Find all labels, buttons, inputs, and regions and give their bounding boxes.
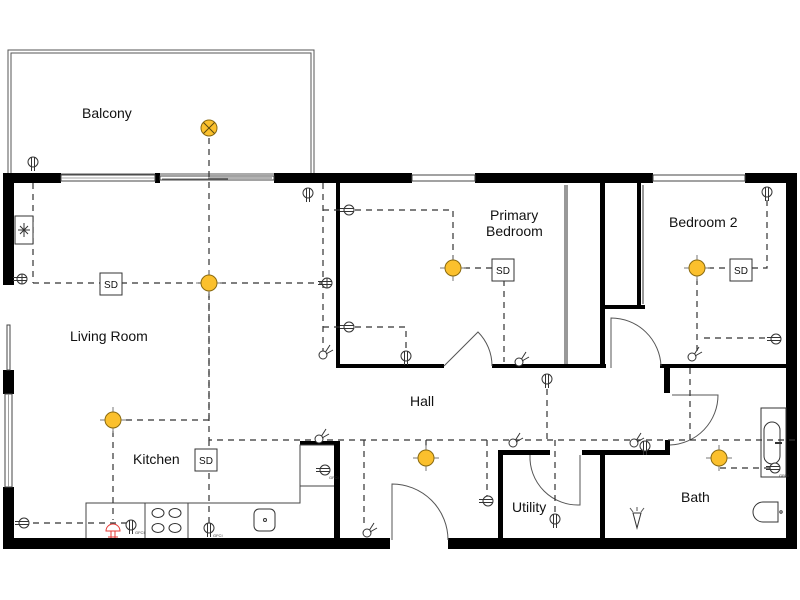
outlet-icon[interactable] [767, 333, 782, 345]
smoke-detector-label: SD [734, 266, 748, 277]
ceiling-light-icon[interactable] [196, 270, 222, 296]
gfci-label: GFCI [329, 475, 339, 480]
outlet-icon[interactable] [400, 350, 412, 365]
smoke-detectors[interactable]: SD SD SD SD [99, 258, 753, 472]
quad-outlet-icon[interactable] [13, 273, 28, 285]
door-primary-bedroom[interactable] [443, 331, 493, 367]
outlet-icon[interactable] [302, 187, 314, 202]
wardrobe-doors[interactable] [564, 185, 644, 364]
door-utility[interactable] [529, 454, 581, 506]
cooktop-icon [151, 508, 182, 533]
gfci-outlet-icon[interactable]: GFCI [766, 462, 789, 478]
switch-icon[interactable] [508, 432, 524, 448]
switch-icon[interactable] [514, 351, 530, 367]
room-label-primary-2: Bedroom [486, 223, 543, 239]
ceiling-light-icon[interactable] [100, 407, 126, 433]
switch-icon[interactable] [318, 344, 334, 360]
exterior-light-icon[interactable] [200, 119, 218, 137]
outlet-icon[interactable] [541, 373, 553, 388]
gfci-label: GFCI [213, 533, 223, 538]
door-entrance[interactable] [391, 483, 449, 541]
shower-icon [629, 507, 645, 530]
windows[interactable] [4, 174, 746, 488]
doors[interactable] [391, 317, 719, 541]
outlet-icon[interactable] [639, 440, 651, 455]
gfci-outlet-icon[interactable]: GFCI [203, 522, 223, 538]
smoke-detector-icon[interactable]: SD [729, 258, 753, 282]
smoke-detector-icon[interactable]: SD [99, 272, 123, 296]
outlet-icon[interactable] [340, 204, 355, 216]
smoke-detector-icon[interactable]: SD [194, 448, 218, 472]
kitchen-counter [85, 444, 334, 538]
ac-unit-icon[interactable] [14, 215, 34, 245]
switch-icon[interactable] [362, 522, 378, 538]
room-label-kitchen: Kitchen [133, 451, 180, 467]
door-bath[interactable] [669, 394, 719, 446]
switch-icon[interactable] [314, 428, 330, 444]
ceiling-light-icon[interactable] [440, 255, 466, 281]
room-label-hall: Hall [410, 393, 434, 409]
gfci-label: GFCI [135, 530, 145, 535]
room-label-primary: Primary [490, 207, 538, 223]
outlet-icon[interactable] [479, 495, 494, 507]
light-fixtures[interactable] [100, 119, 732, 471]
gfci-outlet-icon[interactable]: GFCI [316, 464, 339, 480]
ceiling-light-icon[interactable] [684, 255, 710, 281]
bath-fixtures [629, 407, 787, 530]
smoke-detector-label: SD [199, 456, 213, 467]
interior-walls [300, 183, 786, 540]
smoke-detector-label: SD [104, 280, 118, 291]
ceiling-light-icon[interactable] [413, 445, 439, 471]
gfci-label: GFCI [779, 473, 789, 478]
outlet-icon[interactable] [15, 517, 30, 529]
window-primary-bedroom[interactable] [411, 174, 476, 182]
range-hood-icon[interactable] [105, 523, 121, 538]
room-label-utility: Utility [512, 499, 546, 515]
outlet-icon[interactable] [340, 321, 355, 333]
smoke-detector-label: SD [496, 266, 510, 277]
room-labels: Balcony Living Room Kitchen Primary Bedr… [70, 105, 738, 515]
balcony-outline [7, 49, 315, 175]
window-living-side[interactable] [6, 324, 11, 371]
room-label-bath: Bath [681, 489, 710, 505]
exterior-walls [3, 173, 797, 549]
door-bedroom-2[interactable] [610, 317, 662, 368]
room-label-bedroom-2: Bedroom 2 [669, 214, 738, 230]
window-bedroom-2[interactable] [652, 174, 746, 182]
smoke-detector-icon[interactable]: SD [491, 258, 515, 282]
outlet-icon[interactable] [549, 513, 561, 528]
switch-icon[interactable] [687, 346, 703, 362]
gfci-outlet-icon[interactable]: GFCI [125, 519, 145, 535]
switches[interactable] [314, 344, 703, 538]
ceiling-light-icon[interactable] [706, 445, 732, 471]
sink-icon [253, 508, 276, 532]
quad-outlet-icon[interactable] [318, 277, 333, 289]
room-label-living: Living Room [70, 328, 148, 344]
switch-icon[interactable] [629, 432, 645, 448]
outlets[interactable]: GFCI GFCI GFCI GFCI [13, 156, 789, 538]
outlet-icon[interactable] [27, 156, 39, 171]
room-label-balcony: Balcony [82, 105, 132, 121]
outlet-icon[interactable] [761, 186, 773, 201]
toilet-icon [752, 501, 783, 523]
